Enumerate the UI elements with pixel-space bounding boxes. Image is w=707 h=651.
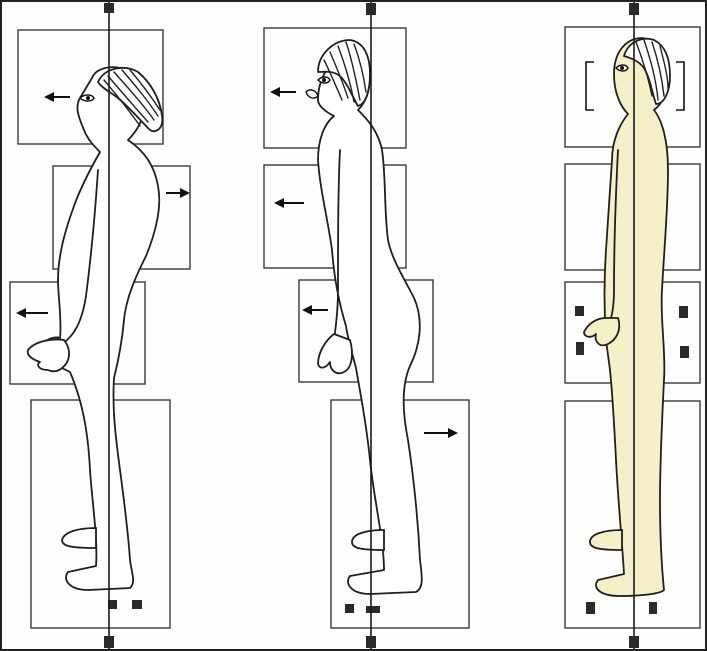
- floor-marker: [132, 600, 142, 609]
- plumb-marker-top: [629, 3, 639, 15]
- plumb-marker-top: [366, 3, 376, 15]
- pelvis-mark: [576, 342, 584, 355]
- plumb-marker-bottom: [629, 636, 639, 648]
- pelvis-mark: [575, 306, 584, 316]
- pupil: [620, 66, 624, 70]
- plumb-marker-top: [104, 3, 114, 13]
- plumb-marker-bottom: [366, 636, 376, 648]
- pupil: [86, 96, 90, 100]
- floor-marker: [586, 602, 595, 614]
- pelvis-mark: [680, 346, 689, 358]
- floor-marker: [345, 604, 354, 613]
- pupil: [322, 78, 326, 82]
- floor-marker: [649, 602, 657, 614]
- plumb-marker-bottom: [104, 636, 114, 648]
- pelvis-mark: [679, 306, 688, 318]
- floor-marker: [366, 606, 380, 613]
